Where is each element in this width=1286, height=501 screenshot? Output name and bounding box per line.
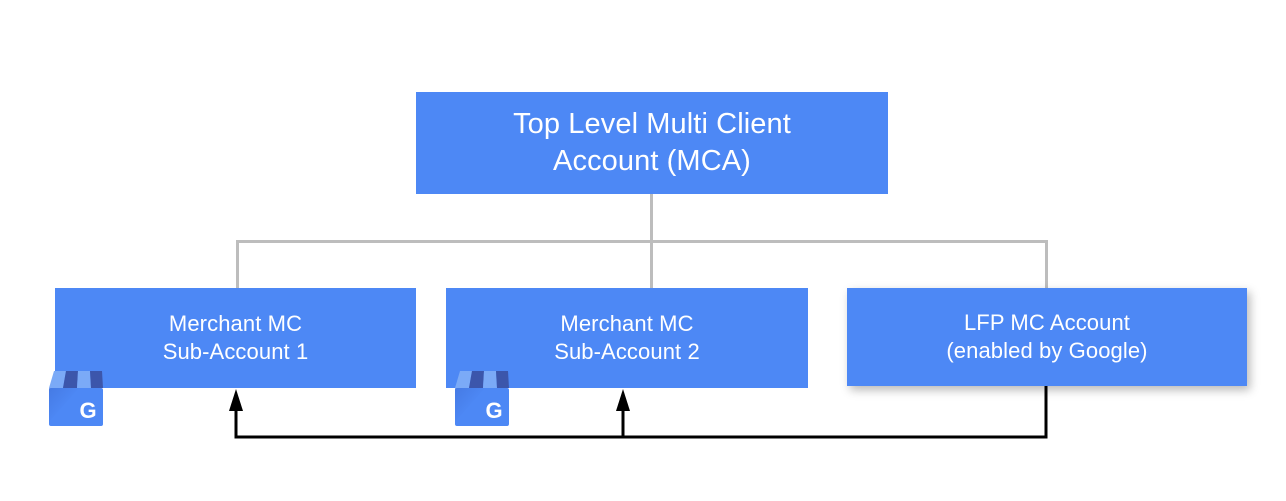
node-lfp-mc-account[interactable]: LFP MC Account (enabled by Google) bbox=[847, 288, 1247, 386]
node-mca-label: Top Level Multi Client Account (MCA) bbox=[513, 107, 791, 177]
connector-horizontal-bar bbox=[236, 240, 1048, 243]
connector-drop-lfp bbox=[1045, 240, 1048, 290]
google-my-business-icon: G bbox=[49, 371, 103, 426]
node-sub1-label: Merchant MC Sub-Account 1 bbox=[162, 310, 309, 364]
node-sub2-label: Merchant MC Sub-Account 2 bbox=[554, 310, 700, 364]
gmb-letter-g: G bbox=[79, 398, 96, 423]
node-top-level-mca[interactable]: Top Level Multi Client Account (MCA) bbox=[416, 92, 888, 194]
arrowhead-sub2 bbox=[616, 389, 630, 411]
node-lfp-label: LFP MC Account (enabled by Google) bbox=[946, 309, 1148, 363]
connector-drop-sub1 bbox=[236, 240, 239, 290]
arrowhead-sub1 bbox=[229, 389, 243, 411]
gmb-letter-g: G bbox=[485, 398, 502, 423]
connector-drop-sub2 bbox=[650, 240, 653, 290]
node-merchant-sub-account-1[interactable]: Merchant MC Sub-Account 1 bbox=[55, 288, 416, 388]
google-my-business-icon: G bbox=[455, 371, 509, 426]
connector-mca-trunk bbox=[650, 194, 653, 242]
